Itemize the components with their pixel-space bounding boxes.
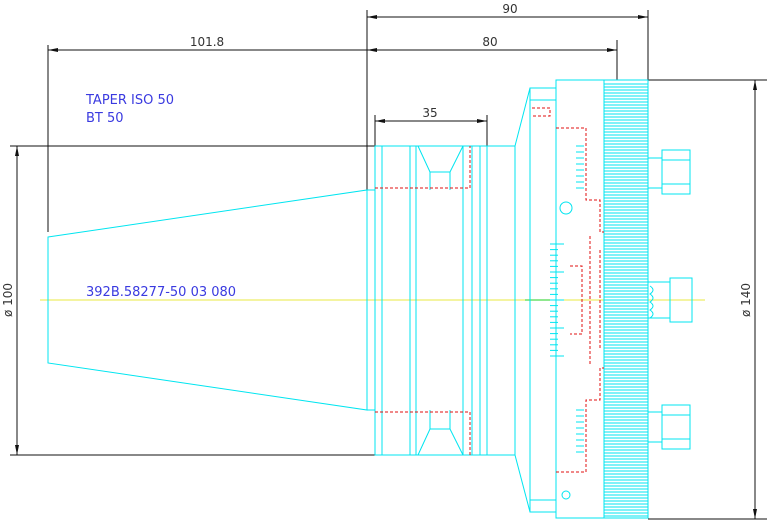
dim-90-label: 90 xyxy=(502,2,517,16)
bt-note: BT 50 xyxy=(86,111,124,126)
dimension-lines xyxy=(10,10,767,520)
knurled-ring xyxy=(603,79,649,519)
taper-outline xyxy=(47,189,375,411)
dim-diameter-140-label: ø 140 xyxy=(739,283,753,317)
part-number: 392B.58277-50 03 080 xyxy=(86,285,236,300)
dim-80-label: 80 xyxy=(482,35,497,49)
scale-marks xyxy=(550,145,584,453)
clamp-screw-middle xyxy=(647,277,693,323)
hidden-lines xyxy=(375,107,604,473)
clamp-screw-bottom xyxy=(647,404,691,450)
dim-diameter-100-label: ø 100 xyxy=(1,283,15,317)
clamp-screw-top xyxy=(647,149,691,195)
dim-101-8-label: 101.8 xyxy=(190,35,224,49)
dim-35-label: 35 xyxy=(422,106,437,120)
taper-note: TAPER ISO 50 xyxy=(85,93,174,108)
